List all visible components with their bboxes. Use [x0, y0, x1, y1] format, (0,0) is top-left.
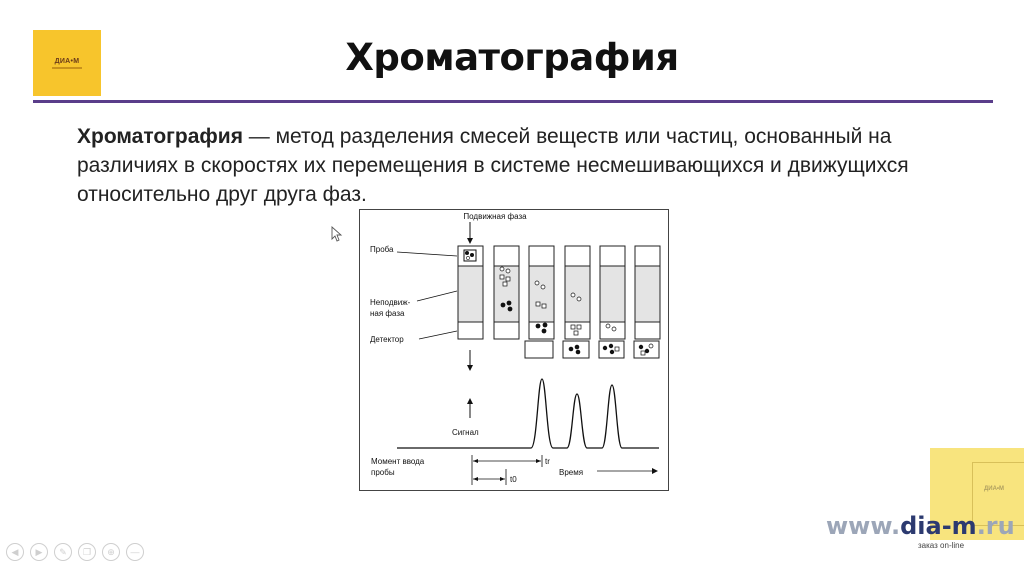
column-1: [457, 245, 484, 340]
company-logo: ДИА•М: [33, 30, 101, 96]
slides-icon[interactable]: ❐: [78, 543, 96, 561]
tr-interval-arrow-icon: [473, 459, 541, 463]
mobile-phase-label: Подвижная фаза: [463, 212, 527, 221]
slide-title: Хроматография: [345, 36, 679, 79]
retention-time-label: tr: [545, 457, 550, 466]
stationary-pointer: [416, 290, 458, 302]
column-4: [562, 245, 591, 359]
site-accent: dia-m: [900, 512, 977, 540]
logo-text: ДИА•М: [54, 57, 80, 65]
detector-pointer: [418, 330, 458, 340]
column-5: [598, 245, 626, 359]
injection-label-2: пробы: [371, 468, 395, 477]
zoom-icon[interactable]: ⊕: [102, 543, 120, 561]
mouse-cursor-icon: [331, 226, 343, 242]
detector-label: Детектор: [370, 335, 404, 344]
logo-underline: [52, 66, 82, 69]
definition-body: — метод разделения смесей веществ или ча…: [77, 125, 909, 206]
down-arrow-icon: [467, 350, 473, 371]
definition-paragraph: Хроматография — метод разделения смесей …: [77, 122, 977, 209]
t0-interval-arrow-icon: [473, 477, 505, 481]
time-label: Время: [559, 468, 583, 477]
site-suffix: .ru: [976, 512, 1015, 540]
up-arrow-icon: [467, 398, 473, 418]
corner-watermark: ДИА•М: [930, 448, 1024, 540]
chromatography-diagram: Подвижная фаза Проба Неподвиж- ная фаза …: [359, 209, 669, 491]
website-link[interactable]: www.dia-m.ru: [826, 512, 1015, 540]
time-arrow-icon: [597, 468, 658, 474]
next-slide-icon[interactable]: ▶: [30, 543, 48, 561]
column-2: [493, 245, 520, 340]
sample-pointer: [396, 251, 458, 257]
column-3: [524, 245, 555, 359]
stationary-phase-label-2: ная фаза: [370, 309, 405, 318]
order-online-label: заказ on-line: [918, 541, 965, 550]
corner-watermark-frame: [972, 462, 1024, 526]
site-prefix: www.: [826, 512, 901, 540]
prev-slide-icon[interactable]: ◀: [6, 543, 24, 561]
title-divider: [33, 100, 993, 103]
corner-watermark-text: ДИА•М: [984, 486, 1005, 492]
pen-icon[interactable]: ✎: [54, 543, 72, 561]
mobile-phase-arrow-icon: [467, 222, 473, 244]
injection-label-1: Момент ввода: [371, 457, 425, 466]
presentation-nav: ◀ ▶ ✎ ❐ ⊕ —: [6, 543, 144, 561]
stationary-phase-label-1: Неподвиж-: [370, 298, 411, 307]
chromatogram-signal-line: [397, 378, 659, 449]
definition-term: Хроматография: [77, 125, 243, 148]
column-6: [633, 245, 661, 359]
signal-label: Сигнал: [452, 428, 479, 437]
more-icon[interactable]: —: [126, 543, 144, 561]
dead-time-label: t0: [510, 475, 517, 484]
sample-label: Проба: [370, 245, 394, 254]
